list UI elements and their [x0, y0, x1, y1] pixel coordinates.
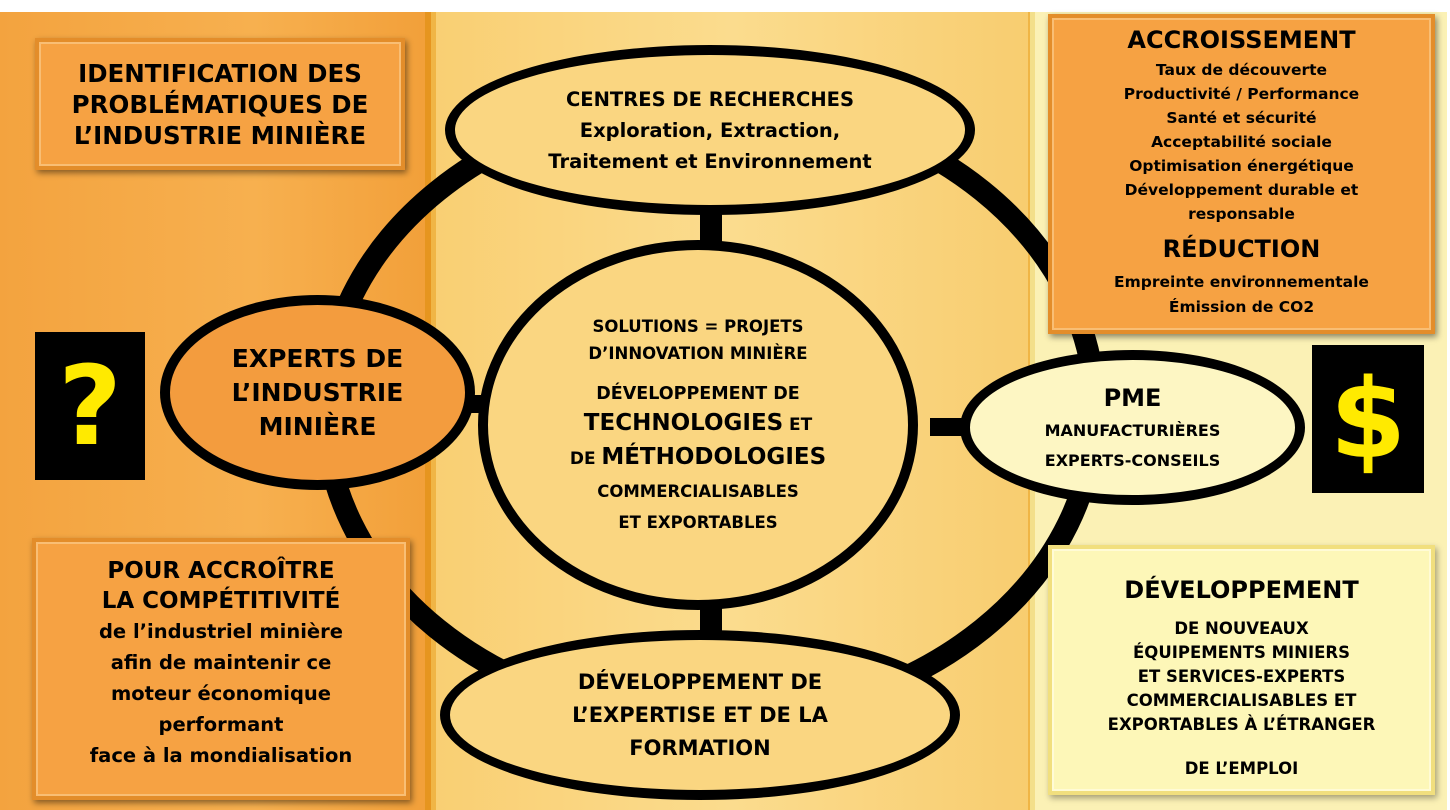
connector-word: ET — [788, 414, 813, 435]
ellipse-line: Traitement et Environnement — [548, 149, 872, 173]
ellipse-line: FORMATION — [629, 735, 771, 760]
development-line: ET SERVICES-EXPERTS — [1137, 667, 1346, 686]
development-box: DÉVELOPPEMENT DE NOUVEAUX ÉQUIPEMENTS MI… — [1048, 545, 1435, 795]
ellipse-line: COMMERCIALISABLES — [597, 481, 799, 501]
ellipse-line: D’INNOVATION MINIÈRE — [588, 343, 808, 363]
growth-item: Productivité / Performance — [1123, 85, 1360, 103]
experts-ellipse: EXPERTS DE L’INDUSTRIE MINIÈRE — [160, 295, 475, 490]
box-title-line: LA COMPÉTITIVITÉ — [101, 588, 341, 614]
pme-title: PME — [1103, 383, 1162, 412]
connector-word: DE — [569, 448, 596, 469]
dollar-sign-icon: $ — [1312, 345, 1424, 493]
methodologies-line: DE MÉTHODOLOGIES — [570, 440, 826, 476]
box-line: L’INDUSTRIE MINIÈRE — [73, 121, 367, 150]
reduction-item: Empreinte environnementale — [1114, 273, 1369, 291]
box-line: IDENTIFICATION DES — [78, 59, 362, 88]
competitiveness-box: POUR ACCROÎTRE LA COMPÉTITIVITÉ de l’ind… — [32, 538, 410, 800]
pme-ellipse: PME MANUFACTURIÈRES EXPERTS-CONSEILS — [960, 350, 1305, 505]
box-title-line: POUR ACCROÎTRE — [107, 558, 335, 584]
ellipse-title: CENTRES DE RECHERCHES — [565, 87, 854, 111]
box-line: face à la mondialisation — [89, 744, 353, 767]
technologies-word: TECHNOLOGIES — [583, 409, 784, 436]
expertise-training-ellipse: DÉVELOPPEMENT DE L’EXPERTISE ET DE LA FO… — [440, 630, 960, 800]
technologies-line: TECHNOLOGIES ET — [584, 408, 812, 440]
growth-item: responsable — [1188, 205, 1295, 223]
growth-item: Santé et sécurité — [1166, 109, 1317, 127]
box-line: moteur économique — [110, 682, 332, 705]
development-line: COMMERCIALISABLES ET — [1126, 691, 1357, 710]
development-title: DÉVELOPPEMENT — [1124, 576, 1359, 604]
ellipse-line: DÉVELOPPEMENT DE — [596, 383, 800, 404]
ellipse-line: MINIÈRE — [258, 411, 377, 441]
growth-reduction-box: ACCROISSEMENT Taux de découverte Product… — [1048, 14, 1435, 334]
methodologies-word: MÉTHODOLOGIES — [601, 443, 827, 470]
question-mark-glyph: ? — [58, 342, 122, 470]
growth-item: Optimisation énergétique — [1129, 157, 1354, 175]
employment-line: DE L’EMPLOI — [1184, 759, 1299, 778]
question-mark-icon: ? — [35, 332, 145, 480]
box-line: performant — [158, 713, 284, 736]
ellipse-line: Exploration, Extraction, — [579, 118, 841, 142]
dollar-sign-glyph: $ — [1329, 355, 1407, 483]
development-line: EXPORTABLES À L’ÉTRANGER — [1107, 715, 1376, 734]
ellipse-line: DÉVELOPPEMENT DE — [577, 669, 823, 694]
reduction-item: Émission de CO2 — [1168, 298, 1315, 316]
pme-line: EXPERTS-CONSEILS — [1044, 450, 1221, 470]
pme-line: MANUFACTURIÈRES — [1044, 420, 1221, 440]
innovation-solutions-ellipse: SOLUTIONS = PROJETS D’INNOVATION MINIÈRE… — [478, 240, 918, 610]
growth-item: Développement durable et — [1124, 181, 1359, 199]
box-line: de l’industriel minière — [98, 620, 344, 643]
ellipse-line: ET EXPORTABLES — [618, 512, 778, 532]
ellipse-line: L’EXPERTISE ET DE LA — [572, 702, 828, 727]
ellipse-line: L’INDUSTRIE — [231, 377, 404, 407]
box-line: PROBLÉMATIQUES DE — [71, 90, 369, 119]
growth-item: Taux de découverte — [1155, 61, 1328, 79]
ellipse-line: SOLUTIONS = PROJETS — [592, 316, 804, 336]
growth-title: ACCROISSEMENT — [1127, 26, 1356, 54]
development-line: ÉQUIPEMENTS MINIERS — [1133, 643, 1350, 662]
reduction-title: RÉDUCTION — [1162, 235, 1321, 263]
growth-item: Acceptabilité sociale — [1151, 133, 1332, 151]
box-line: afin de maintenir ce — [110, 651, 332, 674]
research-centres-ellipse: CENTRES DE RECHERCHES Exploration, Extra… — [445, 45, 975, 215]
problem-identification-box: IDENTIFICATION DES PROBLÉMATIQUES DE L’I… — [35, 38, 405, 170]
development-line: DE NOUVEAUX — [1174, 619, 1309, 638]
ellipse-line: EXPERTS DE — [231, 343, 404, 373]
